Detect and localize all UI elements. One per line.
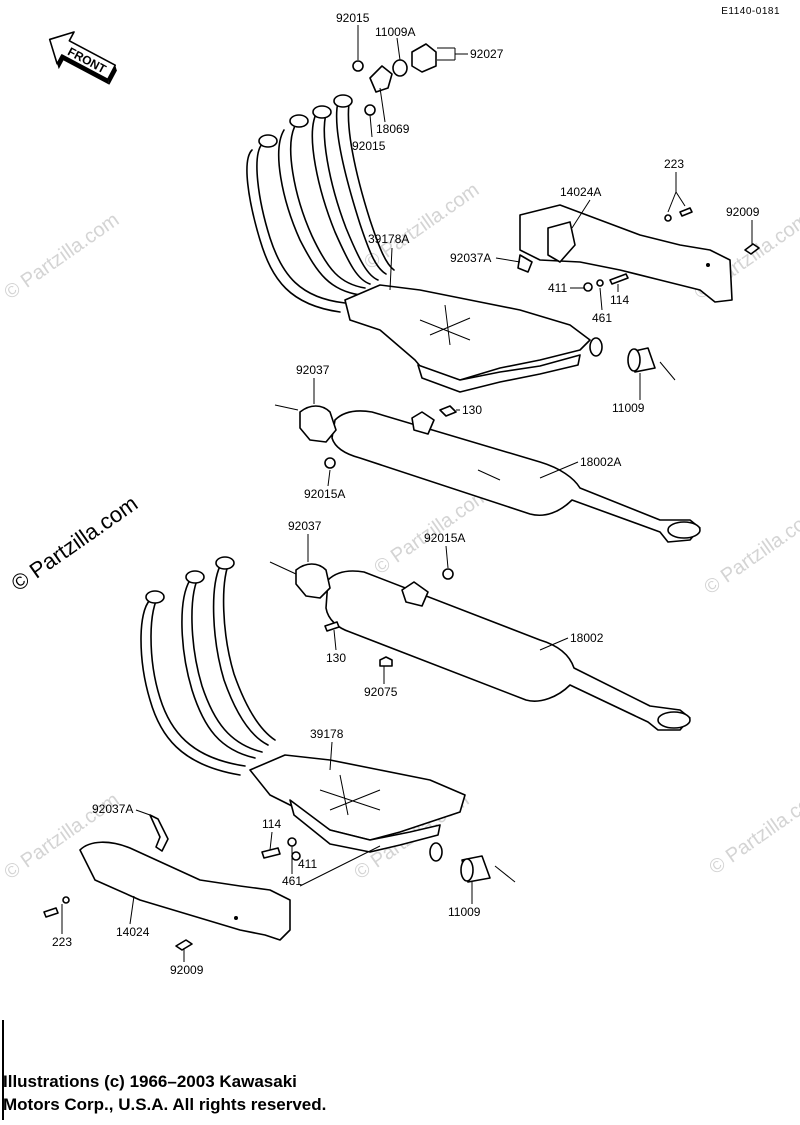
watermark-main: © Partzilla.com [7,491,143,597]
watermark-1: © Partzilla.com [0,209,123,304]
label-92009-top: 92009 [726,205,760,219]
label-114-bottom: 114 [262,817,281,831]
label-461-top: 461 [592,311,612,325]
copyright-notice: Illustrations (c) 1966–2003 Kawasaki Mot… [3,1070,326,1116]
label-92015A-top: 92015A [304,487,345,501]
label-11009-bottom: 11009 [448,905,481,919]
label-92037A-bottom: 92037A [92,802,133,816]
label-39178A: 39178A [368,232,409,246]
label-461-bottom: 461 [282,874,302,888]
label-39178: 39178 [310,727,344,741]
label-92015A-bottom: 92015A [424,531,465,545]
front-arrow-icon: FRONT [48,31,117,85]
label-92037-bottom: 92037 [288,519,322,533]
heat-shield-14024A [517,204,733,303]
copyright-line-1: Illustrations (c) 1966–2003 Kawasaki [3,1072,297,1091]
collector-39178A [344,284,603,393]
screws-223-top [664,172,693,222]
washers-top [583,273,629,292]
label-11009-top: 11009 [612,401,645,415]
label-14024A: 14024A [560,185,601,199]
label-11009A: 11009A [375,25,415,39]
bolt-92009-top [744,220,760,255]
label-92075: 92075 [364,685,398,699]
label-130-bottom: 130 [326,651,346,665]
header-pipes-top [246,94,395,313]
joint-11009-top [627,347,676,400]
label-92027: 92027 [470,47,504,61]
label-18002A: 18002A [580,455,621,469]
label-18069: 18069 [376,122,410,136]
watermark-5: © Partzilla.com [700,504,800,599]
label-411-top: 411 [548,281,567,295]
part-labels: 92015 11009A 92027 18069 92015 223 14024… [52,11,760,977]
label-223-top: 223 [664,157,684,171]
label-114-top: 114 [610,293,629,307]
label-92037-top: 92037 [296,363,330,377]
drawing-code: E1140-0181 [721,6,780,17]
top-small-parts [352,25,456,138]
label-92009-bottom: 92009 [170,963,204,977]
label-130-top: 130 [462,403,482,417]
label-92037A-top: 92037A [450,251,491,265]
header-pipes-bottom [140,556,276,776]
collector-39178 [249,754,466,862]
muffler-18002 [269,561,691,731]
label-14024: 14024 [116,925,150,939]
muffler-18002A [274,404,701,543]
label-92015: 92015 [336,11,370,25]
watermark-8: © Partzilla.com [705,784,800,879]
heat-shield-14024 [79,814,291,941]
joint-11009-bottom [460,855,516,883]
label-18002: 18002 [570,631,604,645]
label-223-bottom: 223 [52,935,72,949]
label-92015-b: 92015 [352,139,386,153]
copyright-line-2: Motors Corp., U.S.A. All rights reserved… [3,1095,327,1114]
left-rule [2,1020,4,1120]
label-411-bottom: 411 [298,857,317,871]
